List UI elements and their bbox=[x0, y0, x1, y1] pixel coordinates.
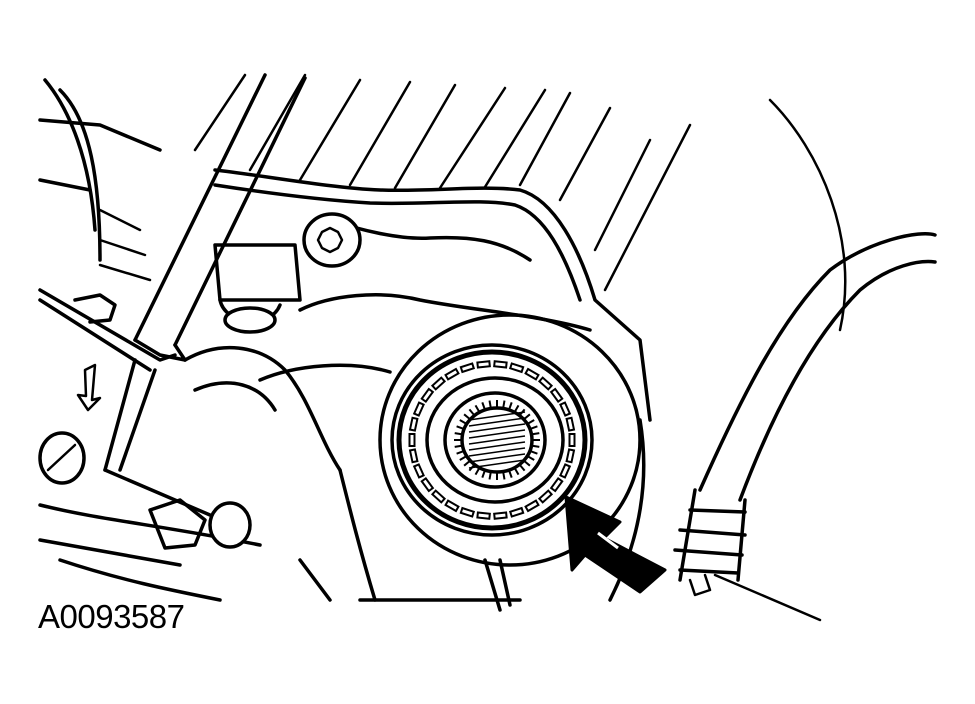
spline-tooth bbox=[468, 408, 476, 417]
seal-slot bbox=[549, 387, 564, 404]
seal-slot bbox=[524, 499, 540, 513]
bore-hatch-line bbox=[468, 453, 526, 463]
bore-hatch-line bbox=[468, 411, 526, 421]
seal-slot bbox=[420, 387, 435, 404]
left-housing bbox=[38, 78, 262, 602]
spline-tooth bbox=[456, 425, 465, 431]
spline-tooth bbox=[502, 400, 506, 409]
figure-id-label: A0093587 bbox=[38, 598, 185, 635]
mount-block bbox=[213, 243, 302, 334]
seal-slot bbox=[412, 463, 425, 479]
seal-slot bbox=[412, 401, 425, 417]
seal-slot bbox=[430, 489, 447, 504]
spline-tooth bbox=[513, 404, 520, 413]
seal-slot bbox=[493, 511, 508, 520]
spline-tooth bbox=[508, 469, 513, 478]
seal-slot bbox=[568, 433, 576, 447]
spline-tooth bbox=[518, 463, 526, 472]
seal-slot bbox=[537, 376, 554, 391]
spline-tooth bbox=[502, 471, 506, 480]
spline-tooth bbox=[526, 419, 535, 425]
spline-tooth bbox=[531, 444, 540, 448]
seal-slot bbox=[508, 362, 525, 374]
spline-tooth bbox=[513, 467, 520, 476]
seal-slot bbox=[476, 511, 491, 520]
seal-slot bbox=[444, 367, 460, 381]
spline-tooth bbox=[481, 402, 486, 411]
frame-edges bbox=[483, 418, 646, 612]
hose bbox=[673, 232, 937, 622]
spline-teeth bbox=[454, 400, 540, 480]
seal-slot bbox=[508, 506, 525, 518]
seal-slot bbox=[430, 376, 447, 391]
seal-slot bbox=[559, 463, 572, 479]
seal-slot bbox=[459, 506, 476, 518]
seal-slot bbox=[537, 489, 554, 504]
bore-hatch-line bbox=[468, 417, 526, 427]
spline-tooth bbox=[454, 432, 463, 436]
seal-slot bbox=[493, 360, 508, 369]
spline-tooth bbox=[529, 425, 538, 431]
spline-tooth bbox=[474, 404, 481, 413]
torx-bolt bbox=[302, 212, 362, 268]
oil-seal bbox=[378, 313, 642, 567]
spline-tooth bbox=[459, 455, 468, 461]
shift-rod bbox=[133, 73, 307, 362]
spline-tooth bbox=[531, 432, 540, 436]
seal-slot bbox=[565, 448, 576, 464]
spline-tooth bbox=[488, 400, 492, 409]
bore-hatch-line bbox=[468, 423, 526, 433]
spline-tooth bbox=[526, 455, 535, 461]
spline-tooth bbox=[456, 449, 465, 455]
spline-tooth bbox=[454, 444, 463, 448]
spline-tooth bbox=[463, 413, 471, 421]
seal-slot bbox=[524, 367, 540, 381]
pointer-arrow bbox=[564, 495, 667, 594]
seal-slot bbox=[549, 476, 564, 493]
housing-top-edge bbox=[213, 168, 652, 422]
drive-housing bbox=[183, 293, 592, 602]
seal-slot bbox=[565, 416, 576, 432]
spline-tooth bbox=[459, 419, 468, 425]
spline-tooth bbox=[488, 471, 492, 480]
seal-slots bbox=[408, 360, 576, 520]
seal-slot bbox=[459, 362, 476, 374]
bore-hatch-line bbox=[468, 447, 526, 457]
spline-tooth bbox=[481, 469, 486, 478]
seal-slot bbox=[444, 499, 460, 513]
seal-slot bbox=[559, 401, 572, 417]
background-hatching bbox=[193, 73, 847, 332]
spline-tooth bbox=[523, 459, 531, 467]
seal-slot bbox=[420, 476, 435, 493]
seal-slot bbox=[408, 448, 419, 464]
lower-bolt bbox=[148, 498, 252, 550]
bore-hatch-line bbox=[468, 429, 526, 439]
spline-tooth bbox=[529, 449, 538, 455]
seal-slot bbox=[408, 433, 416, 447]
bore-hatch-line bbox=[468, 441, 526, 451]
bore-hatch-line bbox=[468, 435, 526, 445]
seal-slot bbox=[408, 416, 419, 432]
spline-tooth bbox=[508, 402, 513, 411]
spline-tooth bbox=[474, 467, 481, 476]
seal-slot bbox=[476, 360, 491, 369]
bore-hatch-line bbox=[468, 459, 526, 469]
